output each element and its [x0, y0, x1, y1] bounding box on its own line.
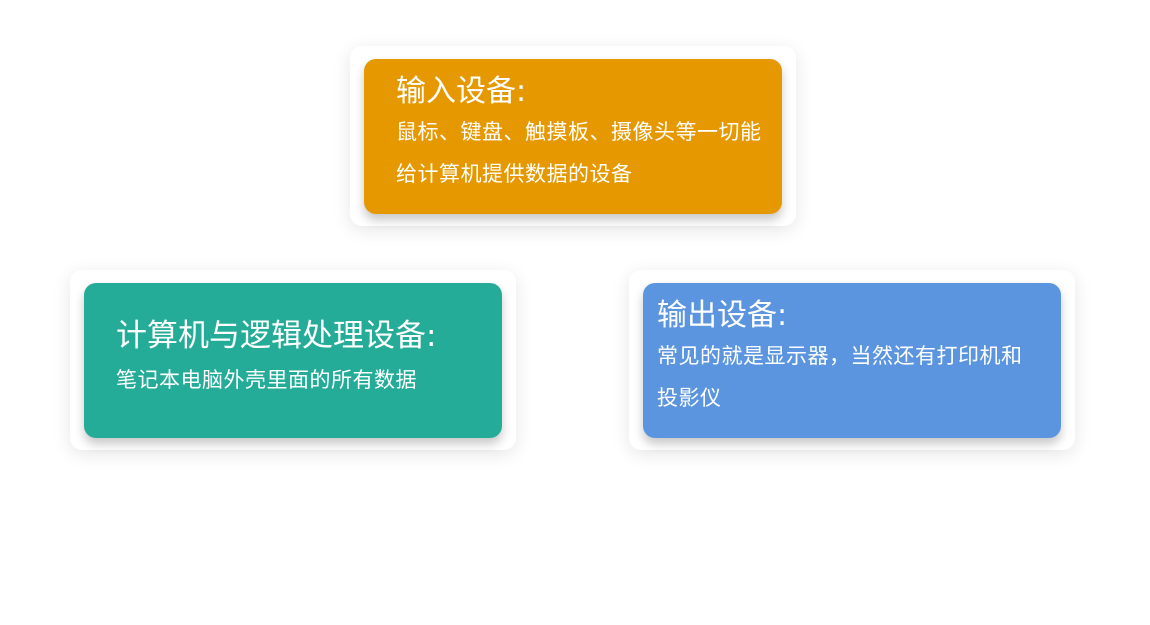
processing-device-title: 计算机与逻辑处理设备: — [116, 318, 437, 354]
processing-device-card: 计算机与逻辑处理设备: 笔记本电脑外壳里面的所有数据 — [84, 283, 502, 438]
output-device-description: 常见的就是显示器，当然还有打印机和投影仪 — [657, 344, 1023, 410]
input-device-description: 鼠标、键盘、触摸板、摄像头等一切能给计算机提供数据的设备 — [396, 120, 762, 186]
processing-device-description: 笔记本电脑外壳里面的所有数据 — [116, 368, 417, 392]
input-device-card: 输入设备: 鼠标、键盘、触摸板、摄像头等一切能给计算机提供数据的设备 — [364, 59, 782, 214]
output-device-title: 输出设备: — [657, 298, 788, 333]
input-device-title: 输入设备: — [396, 74, 527, 109]
output-device-card: 输出设备: 常见的就是显示器，当然还有打印机和投影仪 — [643, 283, 1061, 438]
